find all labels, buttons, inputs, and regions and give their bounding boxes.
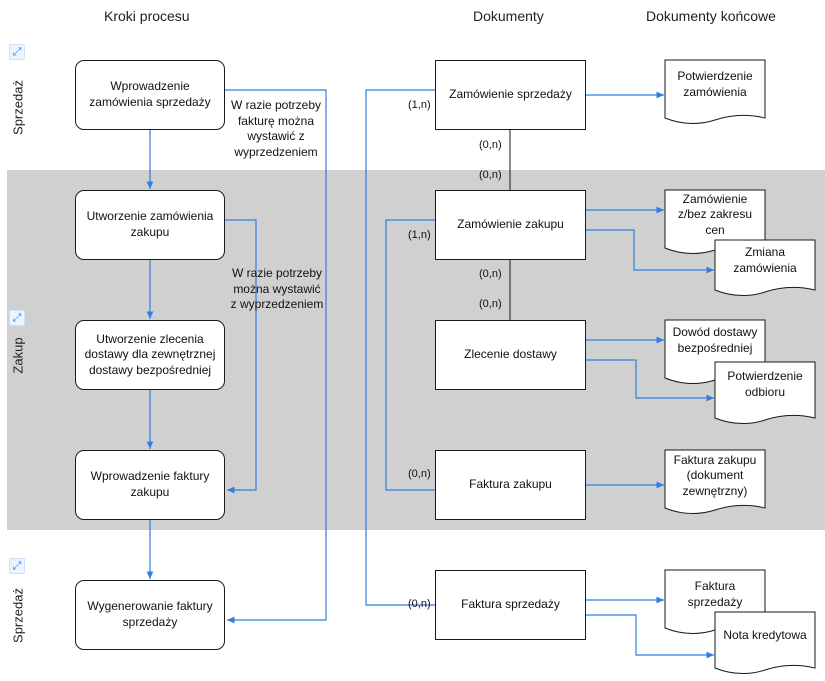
card-purchase-invoice-in: (0,n) xyxy=(408,468,431,480)
note-advance-invoice-2: W razie potrzeby można wystawić z wyprze… xyxy=(230,266,324,312)
step-create-drop-ship[interactable]: Utworzenie zlecenia dostawy dla zewnętrz… xyxy=(75,320,225,390)
card-sales-order-out: (0,n) xyxy=(479,139,502,151)
expand-icon[interactable]: ⤢ xyxy=(9,44,25,60)
final-order-change[interactable]: Zmiana zamówienia xyxy=(733,245,797,275)
card-sales-invoice-in: (0,n) xyxy=(408,598,431,610)
doc-purchase-invoice[interactable]: Faktura zakupu xyxy=(435,450,586,520)
doc-sales-invoice[interactable]: Faktura sprzedaży xyxy=(435,570,586,640)
header-steps: Kroki procesu xyxy=(104,8,190,24)
expand-icon[interactable]: ⤢ xyxy=(9,558,25,574)
step-enter-sales-order[interactable]: Wprowadzenie zamówienia sprzedaży xyxy=(75,60,225,130)
final-order-confirmation[interactable]: Potwierdzenie zamówienia xyxy=(677,69,753,99)
final-receipt-confirmation[interactable]: Potwierdzenie odbioru xyxy=(727,369,803,399)
doc-sales-order[interactable]: Zamówienie sprzedaży xyxy=(435,60,586,130)
final-purchase-invoice-external[interactable]: Faktura zakupu (dokument zewnętrzny) xyxy=(673,452,757,498)
final-direct-delivery-proof[interactable]: Dowód dostawy bezpośredniej xyxy=(672,325,758,355)
doc-delivery-order[interactable]: Zlecenie dostawy xyxy=(435,320,586,390)
header-documents: Dokumenty xyxy=(473,8,544,24)
expand-icon[interactable]: ⤢ xyxy=(9,310,25,326)
card-purchase-order-top: (0,n) xyxy=(479,169,502,181)
note-advance-invoice-1: W razie potrzeby fakturę można wystawić … xyxy=(230,98,322,159)
card-purchase-order-in: (1,n) xyxy=(408,229,431,241)
step-enter-purchase-invoice[interactable]: Wprowadzenie faktury zakupu xyxy=(75,450,225,520)
card-purchase-order-bottom: (0,n) xyxy=(479,268,502,280)
doc-purchase-order[interactable]: Zamówienie zakupu xyxy=(435,190,586,260)
card-delivery-order-top: (0,n) xyxy=(479,298,502,310)
step-generate-sales-invoice[interactable]: Wygenerowanie faktury sprzedaży xyxy=(75,580,225,650)
card-sales-order-in: (1,n) xyxy=(408,99,431,111)
step-create-purchase-order[interactable]: Utworzenie zamówienia zakupu xyxy=(75,190,225,260)
final-po-with-without-prices[interactable]: Zamówienie z/bez zakresu cen xyxy=(677,191,753,237)
final-sales-invoice-doc[interactable]: Faktura sprzedaży xyxy=(687,579,743,609)
final-credit-note[interactable]: Nota kredytowa xyxy=(723,628,807,643)
header-final-documents: Dokumenty końcowe xyxy=(646,8,776,24)
